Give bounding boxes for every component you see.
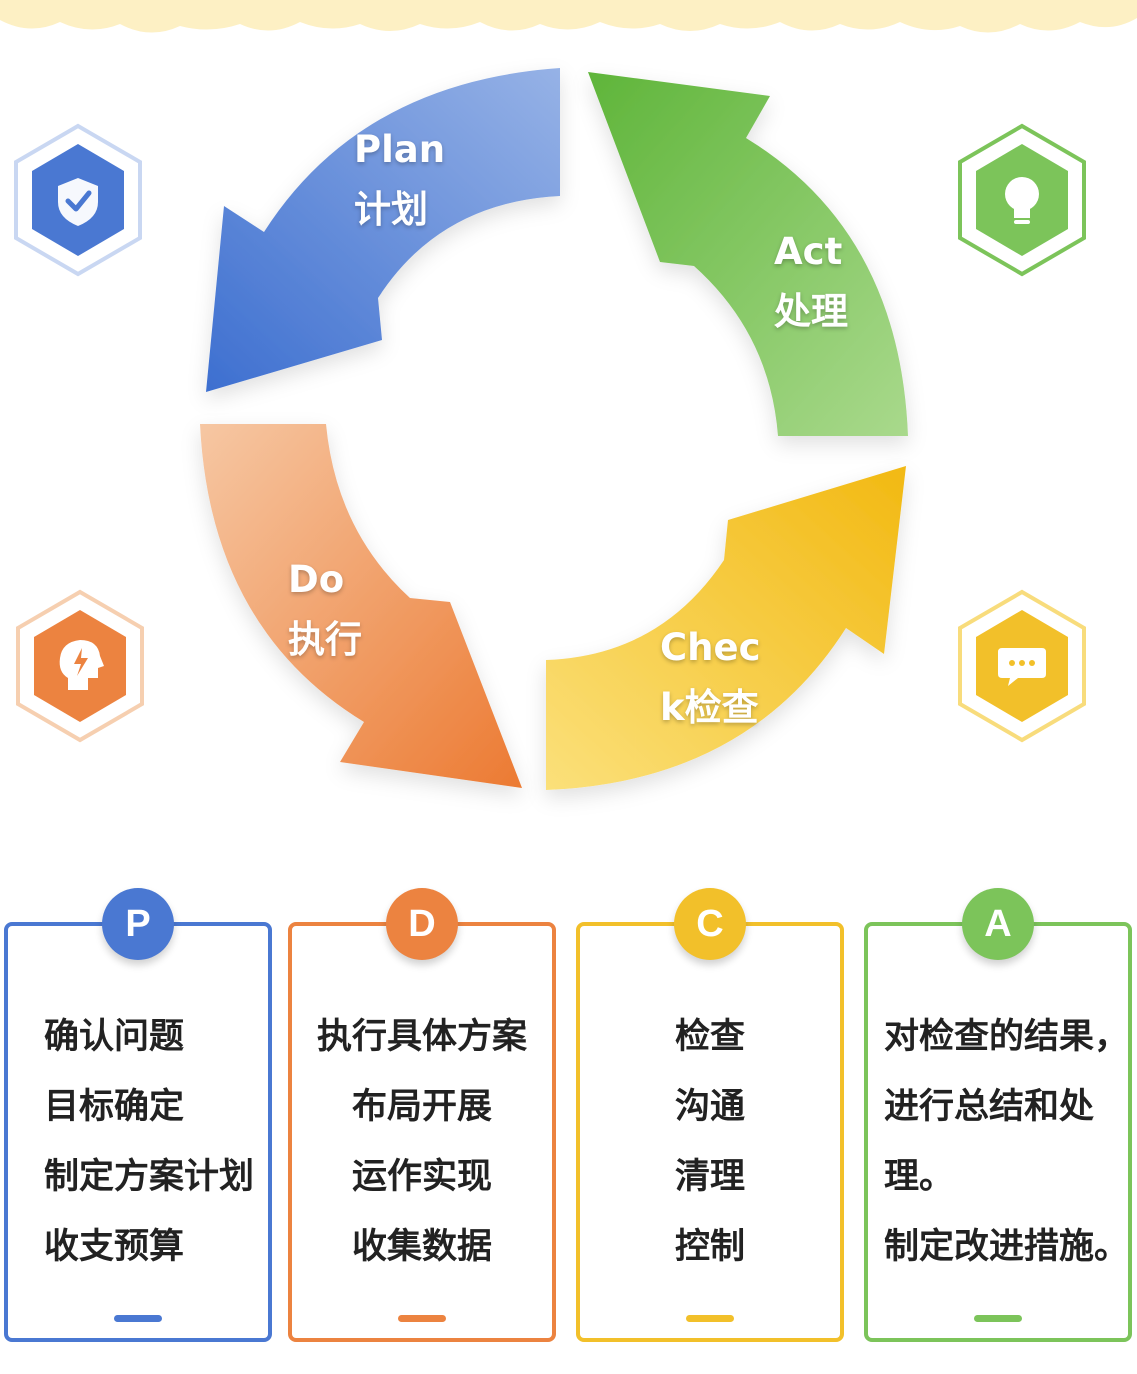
- card-plan-bar: [114, 1315, 162, 1322]
- card-do-line-4: 收集数据: [351, 1227, 492, 1267]
- card-check-line-3: 清理: [674, 1157, 745, 1197]
- card-check-badge: C: [674, 888, 746, 960]
- card-act-line-4: 制定改进措施。: [884, 1227, 1130, 1267]
- card-check-line-2: 沟通: [674, 1087, 745, 1127]
- lightbulb-icon: [958, 123, 1086, 277]
- card-do-bar: [398, 1315, 446, 1322]
- card-act-bar: [974, 1315, 1022, 1322]
- card-do-line-1: 执行具体方案: [316, 1017, 527, 1057]
- do-label-en: Do: [288, 558, 345, 601]
- do-label-cn: 执行: [288, 618, 362, 661]
- act-arrow: [588, 72, 908, 436]
- do-arrow: [200, 424, 522, 788]
- head-lightning-icon: [16, 589, 144, 743]
- check-label-cn: k检查: [660, 686, 759, 729]
- card-act-line-2: 进行总结和处: [884, 1087, 1095, 1127]
- card-check-line-4: 控制: [674, 1227, 745, 1267]
- card-do-line-2: 布局开展: [351, 1087, 492, 1127]
- card-act: A 对检查的结果， 进行总结和处 理。 制定改进措施。: [864, 888, 1132, 1342]
- card-do: D 执行具体方案 布局开展 运作实现 收集数据: [288, 888, 556, 1342]
- chat-bubble-icon: [958, 589, 1086, 743]
- card-check-bar: [686, 1315, 734, 1322]
- card-plan-line-4: 收支预算: [44, 1227, 185, 1267]
- card-plan-line-2: 目标确定: [44, 1087, 185, 1127]
- act-label-cn: 处理: [774, 290, 848, 333]
- card-plan-line-1: 确认问题: [44, 1017, 185, 1057]
- card-plan-line-3: 制定方案计划: [44, 1157, 255, 1197]
- card-plan-badge: P: [102, 888, 174, 960]
- card-act-badge: A: [962, 888, 1034, 960]
- plan-label-cn: 计划: [354, 188, 428, 231]
- pdca-cycle: [200, 68, 908, 790]
- cloud-decoration: [0, 0, 1137, 33]
- card-act-line-1: 对检查的结果，: [884, 1017, 1130, 1057]
- act-label-en: Act: [774, 230, 843, 273]
- check-arrow: [546, 466, 906, 790]
- card-check-line-1: 检查: [674, 1017, 745, 1057]
- card-do-line-3: 运作实现: [351, 1157, 492, 1197]
- card-do-badge: D: [386, 888, 458, 960]
- card-check: C 检查 沟通 清理 控制: [576, 888, 844, 1342]
- card-plan: P 确认问题 目标确定 制定方案计划 收支预算: [4, 888, 272, 1342]
- plan-label-en: Plan: [354, 128, 446, 171]
- shield-check-icon: [14, 123, 142, 277]
- card-act-line-3: 理。: [884, 1157, 955, 1197]
- plan-arrow: [206, 68, 560, 392]
- check-label-en: Chec: [660, 626, 761, 669]
